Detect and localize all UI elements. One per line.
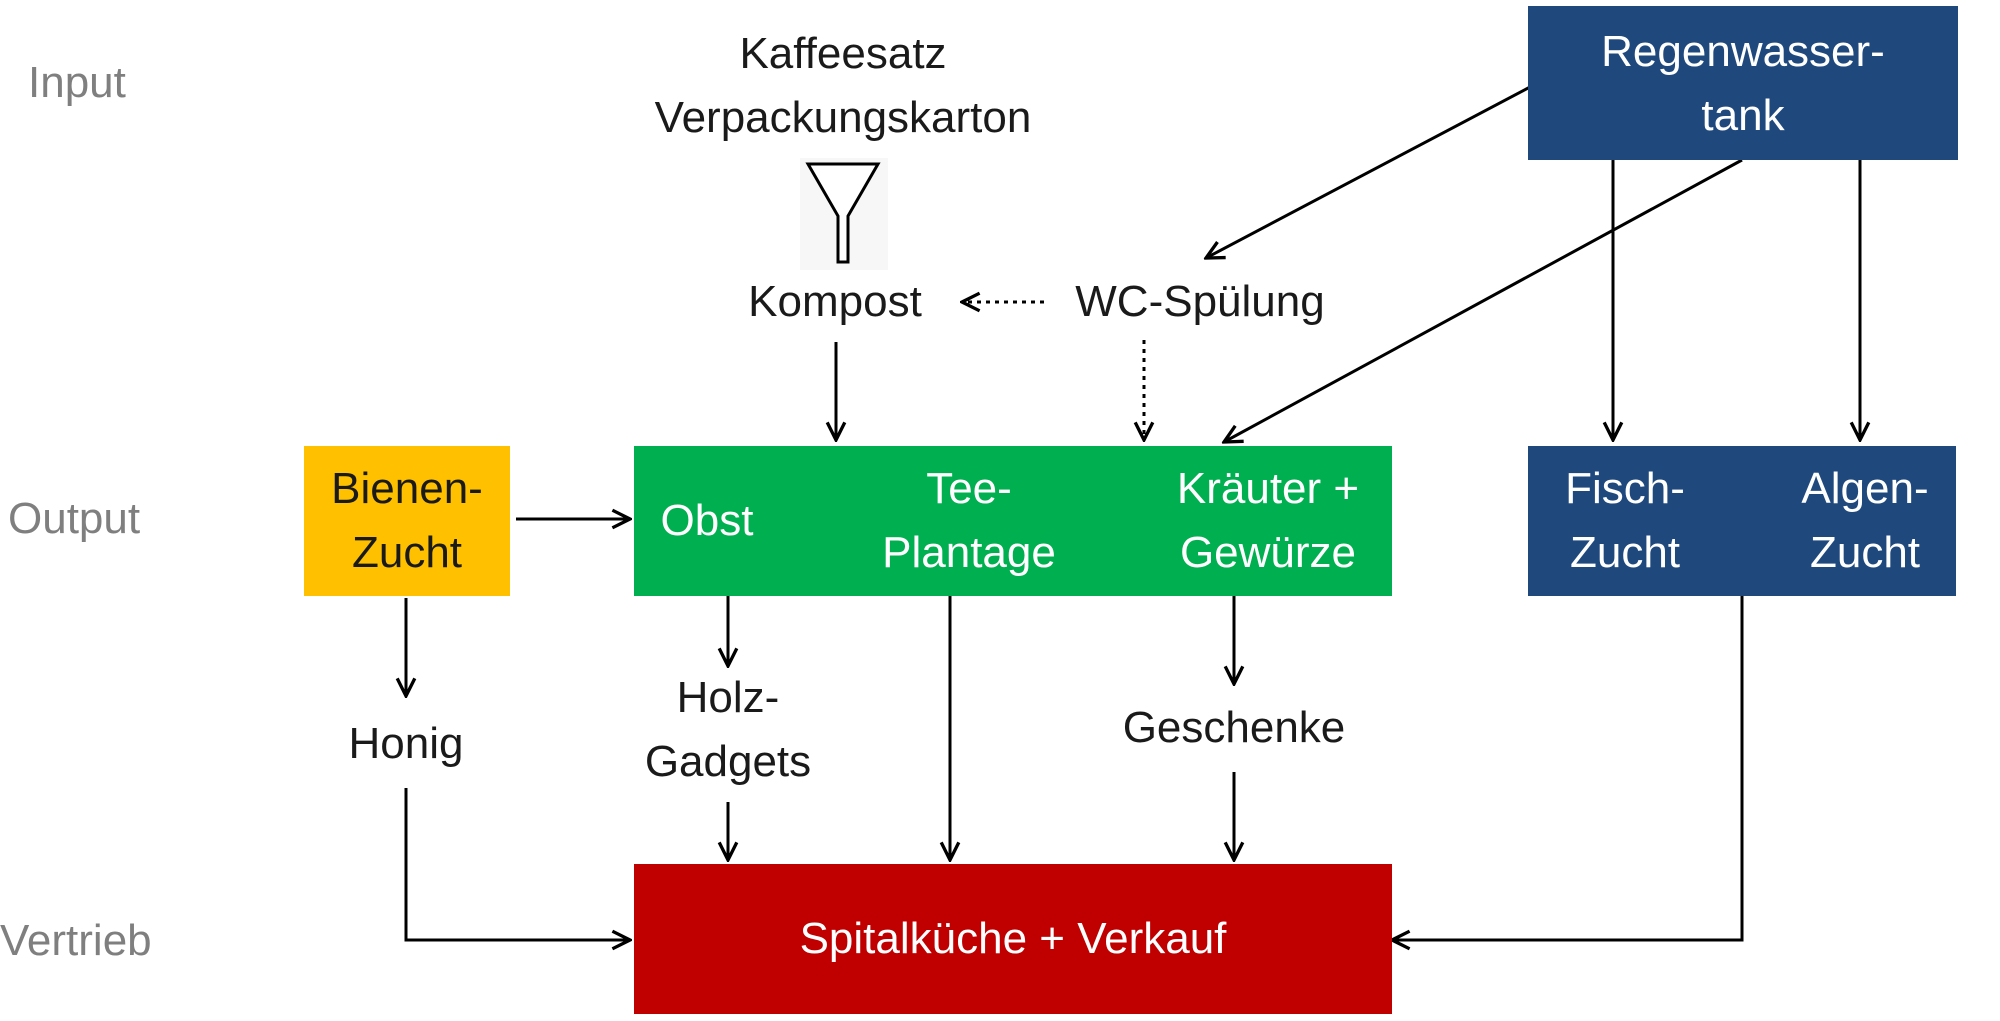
kraeuter-line-2: Gewürze	[1179, 528, 1357, 577]
regenwassertank-line-2: tank	[1701, 91, 1785, 140]
holz-line-2: Gadgets	[644, 737, 812, 786]
verkauf-label: Spitalküche + Verkauf	[799, 914, 1227, 963]
funnel-icon	[800, 158, 888, 270]
row-label-output: Output	[8, 494, 141, 543]
node-regenwassertank	[1528, 6, 1958, 160]
node-algenzucht: Algen- Zucht	[1780, 457, 1950, 585]
row-label-input: Input	[28, 58, 126, 107]
node-obst: Obst	[660, 496, 754, 545]
input-line-2: Verpackungskarton	[654, 93, 1032, 142]
bienenzucht-label: Bienen- Zucht	[304, 457, 510, 585]
node-holz-gadgets: Holz- Gadgets	[608, 666, 848, 794]
node-tee-plantage: Tee- Plantage	[858, 457, 1080, 585]
node-kraeuter-gewuerze: Kräuter + Gewürze	[1150, 457, 1386, 585]
node-geschenke: Geschenke	[1122, 703, 1346, 752]
fisch-line-1: Fisch-	[1565, 464, 1685, 513]
node-bienenzucht	[304, 446, 510, 596]
node-verkauf	[634, 864, 1392, 1014]
arrow-honig-to-verkauf	[404, 788, 630, 940]
algen-line-1: Algen-	[1801, 464, 1929, 513]
node-aquaculture	[1528, 446, 1956, 596]
arrow-tank-to-kraeuter	[1224, 158, 1743, 442]
holz-line-1: Holz-	[676, 673, 780, 722]
node-wc-spuelung: WC-Spülung	[1075, 277, 1325, 326]
tee-line-2: Plantage	[882, 528, 1056, 577]
bienenzucht-line-1: Bienen-	[331, 464, 483, 513]
input-line-1: Kaffeesatz	[739, 29, 947, 78]
regenwassertank-label: Regenwasser- tank	[1528, 20, 1958, 148]
node-honig: Honig	[348, 719, 464, 768]
fisch-line-2: Zucht	[1569, 528, 1681, 577]
regenwassertank-line-1: Regenwasser-	[1601, 27, 1885, 76]
kraeuter-line-1: Kräuter +	[1176, 464, 1360, 513]
node-fischzucht: Fisch- Zucht	[1540, 457, 1710, 585]
input-materials: Kaffeesatz Verpackungskarton	[618, 22, 1068, 150]
bienenzucht-line-2: Zucht	[351, 528, 463, 577]
algen-line-2: Zucht	[1809, 528, 1921, 577]
node-kompost: Kompost	[748, 277, 922, 326]
row-label-vertrieb: Vertrieb	[0, 916, 152, 965]
arrow-aquaculture-to-verkauf	[1392, 596, 1744, 940]
arrow-tank-to-wc	[1206, 84, 1533, 258]
node-green-production	[634, 446, 1392, 596]
tee-line-1: Tee-	[926, 464, 1012, 513]
